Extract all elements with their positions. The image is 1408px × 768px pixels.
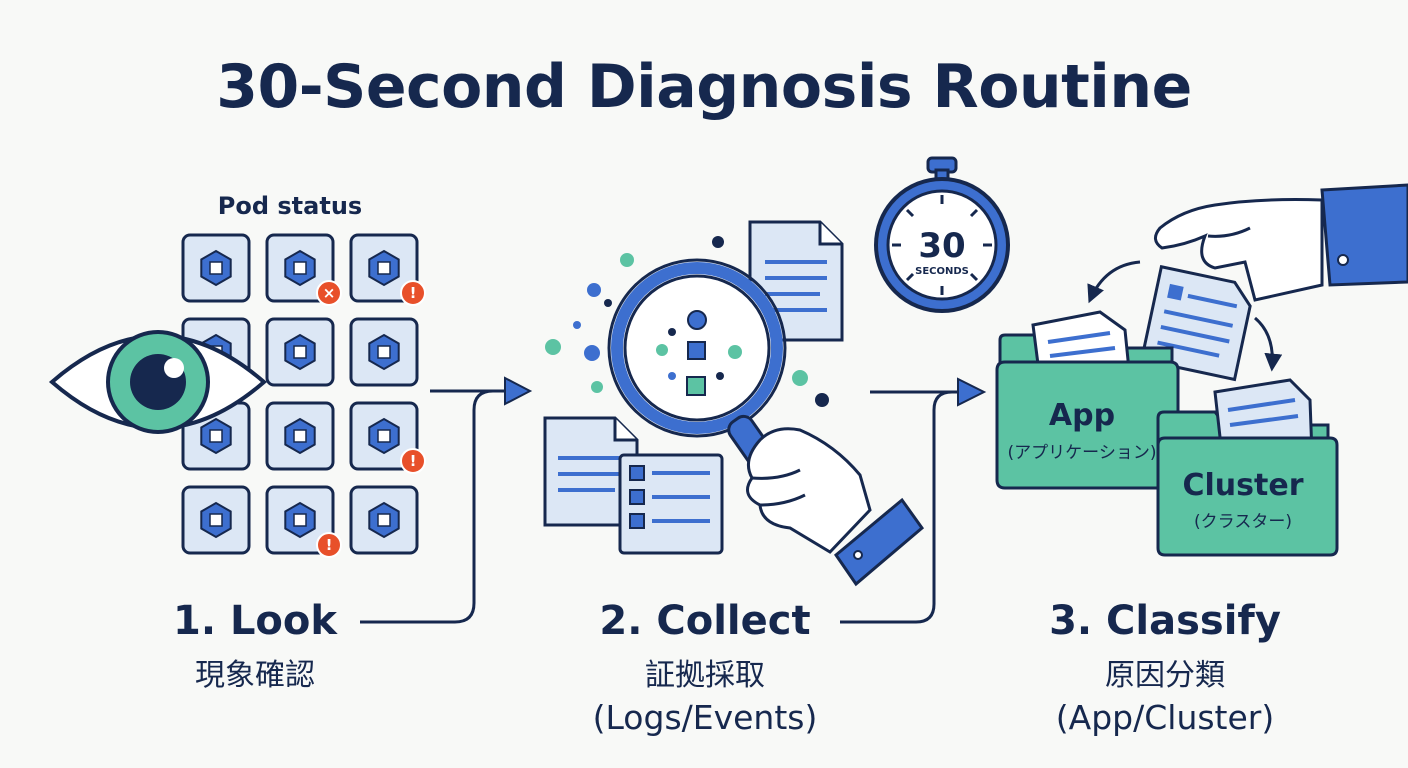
page-title: 30-Second Diagnosis Routine — [216, 52, 1192, 122]
cluster-folder-label: Cluster — [1183, 468, 1304, 503]
eye-icon — [48, 330, 268, 434]
warning-badge-icon — [316, 532, 342, 558]
stopwatch-icon: 30 SECONDS — [874, 156, 1010, 313]
connector-look-to-collect — [360, 376, 533, 624]
step-2-sub: 証拠採取 — [645, 658, 765, 693]
timer-number: 30 — [918, 226, 965, 266]
app-folder-label: App — [1049, 398, 1115, 433]
pod-tile — [181, 233, 251, 303]
svg-text:!: ! — [326, 536, 333, 554]
evidence-dots — [545, 236, 829, 407]
sort-left-arrow — [1087, 260, 1141, 304]
svg-text:×: × — [323, 284, 336, 302]
app-folder-icon: App (アプリケーション) — [995, 310, 1180, 490]
step-1-label: 1. Look — [172, 598, 337, 644]
warning-badge-icon — [400, 448, 426, 474]
pod-tile — [265, 317, 335, 387]
cluster-folder-sub: (クラスター) — [1194, 512, 1292, 532]
sort-right-arrow — [1253, 316, 1283, 372]
cluster-folder-icon: Cluster (クラスター) — [1156, 378, 1339, 557]
connector-collect-to-classify — [840, 377, 987, 624]
log-document-icon — [543, 416, 639, 527]
timer-unit: SECONDS — [915, 266, 969, 277]
step-2-detail: (Logs/Events) — [592, 698, 818, 737]
hand-icon — [746, 427, 925, 587]
step-2-label: 2. Collect — [599, 598, 811, 644]
events-checklist-icon — [618, 453, 724, 555]
pod-tile: × — [265, 233, 342, 306]
pod-tile: ! — [265, 485, 342, 558]
svg-text:!: ! — [410, 452, 417, 470]
pod-status-title: Pod status — [217, 192, 363, 220]
svg-text:!: ! — [410, 284, 417, 302]
pod-tile: ! — [349, 233, 426, 306]
step-3-sub: 原因分類 — [1105, 658, 1225, 693]
step-1-sub: 現象確認 — [195, 658, 315, 693]
step-3-detail: (App/Cluster) — [1055, 698, 1275, 737]
sleeve-icon — [1320, 183, 1408, 287]
pod-tile — [349, 317, 419, 387]
pod-tile — [265, 401, 335, 471]
error-badge-icon — [316, 280, 342, 306]
magnifying-glass-icon — [607, 258, 807, 516]
hand-icon — [1154, 198, 1324, 302]
app-folder-sub: (アプリケーション) — [1008, 443, 1157, 463]
warning-badge-icon — [400, 280, 426, 306]
step-3-label: 3. Classify — [1049, 598, 1281, 644]
pod-tile: ! — [349, 401, 426, 474]
pod-tile — [349, 485, 419, 555]
pod-tile — [181, 485, 251, 555]
